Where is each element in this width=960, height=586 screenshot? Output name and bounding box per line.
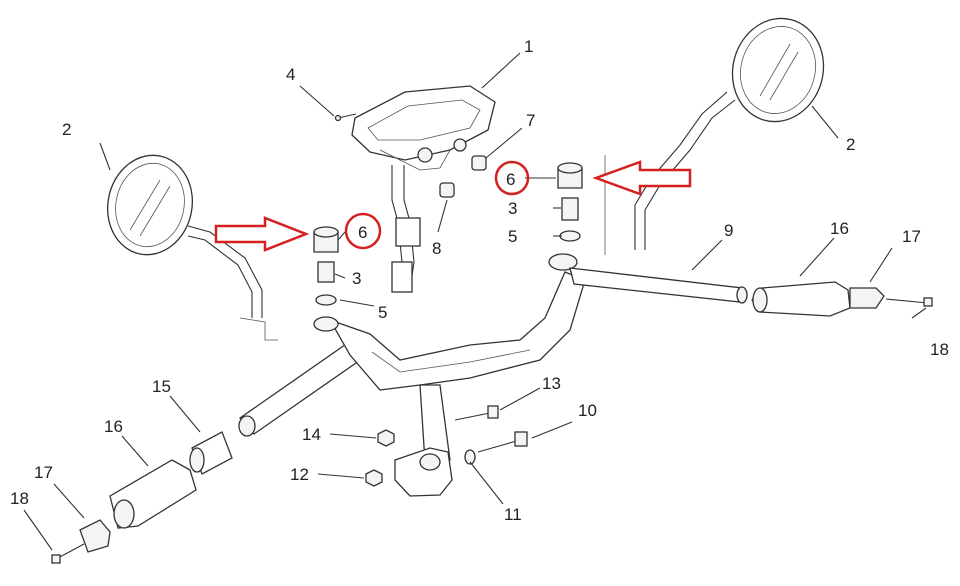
callout-4: 4	[286, 65, 295, 84]
screw-4	[334, 113, 357, 122]
callout-12: 12	[290, 465, 309, 484]
callout-6-left: 6	[358, 223, 367, 242]
callout-3-right: 3	[508, 199, 517, 218]
highlight-arrow-right	[592, 160, 692, 196]
callout-16-right: 16	[830, 219, 849, 238]
right-grip-16	[751, 281, 851, 317]
nut-14	[377, 429, 395, 447]
callout-10: 10	[578, 401, 597, 420]
callout-17-right: 17	[902, 227, 921, 246]
callout-18-right: 18	[930, 340, 949, 359]
right-mirror	[604, 17, 825, 255]
callout-16-left: 16	[104, 417, 123, 436]
callout-1: 1	[524, 37, 533, 56]
callout-labels: 1 2 2 3 3 4 5 5 6 6 7 8 9 10 11 12 13 14…	[10, 37, 949, 524]
right-bar-end-17	[849, 287, 885, 309]
damper-6-left	[313, 226, 339, 253]
washer-5-left	[315, 294, 337, 306]
callout-3-left: 3	[352, 269, 361, 288]
callout-2-left: 2	[62, 120, 71, 139]
callout-13: 13	[542, 374, 561, 393]
bolt-10	[477, 431, 528, 453]
nut-12	[365, 469, 383, 487]
left-mirror	[106, 154, 278, 341]
left-screw-18	[51, 543, 85, 564]
grommet-7	[471, 155, 487, 171]
handlebar-frame	[238, 253, 748, 497]
washer-11	[464, 449, 476, 465]
damper-6-right	[557, 162, 583, 189]
callout-5-right: 5	[508, 227, 517, 246]
grommet-8	[439, 182, 455, 198]
highlight-circle-6-left	[344, 212, 382, 250]
callout-15: 15	[152, 377, 171, 396]
callout-18-left: 18	[10, 489, 29, 508]
washer-5-right	[559, 230, 581, 242]
leader-lines	[23, 52, 927, 551]
left-bar-end-17	[79, 519, 111, 553]
bolt-13	[454, 405, 499, 421]
callout-9: 9	[724, 221, 733, 240]
callout-8: 8	[432, 239, 441, 258]
left-sleeve-15	[189, 431, 233, 475]
callout-11: 11	[504, 505, 522, 524]
left-grip-16	[109, 459, 197, 529]
callout-5-left: 5	[378, 303, 387, 322]
callout-17-left: 17	[34, 463, 53, 482]
bushing-3-right	[561, 197, 579, 221]
callout-7: 7	[526, 111, 535, 130]
highlight-arrow-left	[214, 216, 310, 252]
highlight-circle-6-right	[494, 160, 530, 196]
callout-2-right: 2	[846, 135, 855, 154]
callout-14: 14	[302, 425, 321, 444]
instrument-cluster	[351, 85, 496, 293]
right-screw-18	[885, 297, 933, 307]
bushing-3-left	[317, 261, 335, 283]
callout-6-right: 6	[506, 170, 515, 189]
